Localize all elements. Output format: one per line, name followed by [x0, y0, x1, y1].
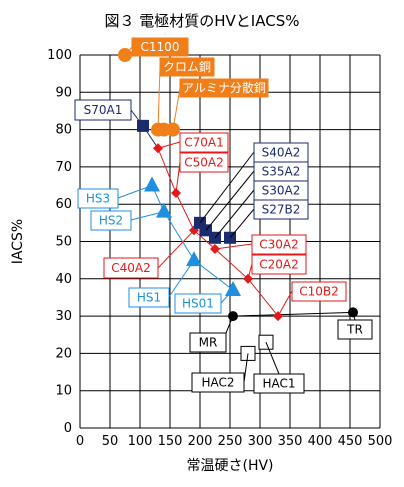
- leader-line: [168, 259, 195, 298]
- x-tick-label: 0: [76, 434, 84, 449]
- label-c1100: C1100: [141, 40, 180, 54]
- leader-line: [130, 211, 165, 221]
- x-tick-label: 100: [128, 434, 153, 449]
- leader-line: [214, 243, 253, 250]
- y-tick-label: 40: [55, 272, 72, 287]
- label-tr: TR: [346, 323, 363, 337]
- x-tick-label: 400: [308, 434, 333, 449]
- leader-line: [157, 229, 195, 269]
- label-hs3: HS3: [86, 192, 110, 206]
- leader-line: [352, 312, 356, 321]
- y-tick-label: 20: [55, 346, 72, 361]
- label-s27b2: S27B2: [262, 203, 301, 217]
- label-chromium-copper: クロム銅: [163, 60, 211, 74]
- x-tick-label: 350: [278, 434, 303, 449]
- marker-blue: [225, 280, 241, 296]
- label-c50a2-box: [179, 152, 229, 173]
- marker-blue: [186, 251, 202, 267]
- leader-line: [214, 189, 255, 239]
- marker-blue: [144, 176, 160, 192]
- leader-line: [277, 290, 293, 317]
- label-mr-box: [189, 332, 227, 353]
- y-tick-label: 30: [55, 309, 72, 324]
- y-tick-label: 90: [55, 85, 72, 100]
- leader-line: [243, 353, 249, 383]
- label-c70a1: C70A1: [184, 136, 224, 150]
- label-hs01: HS01: [182, 297, 214, 311]
- label-c1100-box: [131, 37, 189, 57]
- label-c50a2: C50A2: [184, 156, 224, 170]
- label-s70a1-box: [74, 99, 132, 121]
- label-mr: MR: [199, 336, 218, 350]
- chart-title: 図３ 電極材質のHVとIACS%: [104, 12, 300, 30]
- label-hac2: HAC2: [201, 376, 234, 390]
- leader-line: [229, 208, 255, 239]
- y-tick-label: 70: [55, 160, 72, 175]
- y-tick-label: 60: [55, 197, 72, 212]
- leader-line: [247, 263, 253, 279]
- label-c40a2: C40A2: [111, 261, 151, 275]
- label-alumina-copper: アルミナ分散銅: [182, 80, 266, 95]
- y-tick-label: 0: [64, 421, 72, 436]
- series-line-red: [157, 148, 279, 317]
- label-chromium-copper-box: [159, 57, 215, 77]
- leader-line: [205, 170, 255, 231]
- label-hs1: HS1: [137, 291, 161, 305]
- label-hac2-box: [191, 372, 245, 393]
- label-c20a2: C20A2: [259, 258, 299, 272]
- marker-orange: [157, 122, 171, 137]
- label-hs1-box: [128, 287, 170, 308]
- label-hs2-box: [90, 210, 132, 231]
- y-tick-label: 80: [55, 123, 72, 138]
- label-hs2: HS2: [99, 214, 123, 228]
- label-c20a2-box: [251, 254, 307, 275]
- x-axis-label: 常温硬さ(HV): [186, 458, 273, 474]
- leader-line: [124, 46, 133, 56]
- leader-line: [220, 289, 234, 304]
- leader-line: [175, 161, 181, 194]
- label-c10b2-box: [291, 281, 347, 302]
- label-c40a2-box: [103, 257, 159, 279]
- label-hac1: HAC1: [262, 377, 295, 391]
- label-alumina-copper-box: [179, 78, 269, 98]
- x-tick-label: 200: [188, 434, 213, 449]
- label-c30a2-box: [251, 234, 307, 255]
- series-line-black: [232, 311, 354, 317]
- y-tick-label: 50: [55, 235, 72, 250]
- marker-blue: [156, 202, 172, 218]
- label-tr-box: [337, 319, 373, 340]
- series-line-blue: [151, 185, 234, 291]
- x-tick-label: 500: [368, 434, 393, 449]
- leader-line: [225, 315, 234, 334]
- x-tick-label: 450: [338, 434, 363, 449]
- label-c70a1-box: [179, 132, 229, 153]
- label-s27b2-box: [253, 199, 309, 220]
- x-tick-label: 250: [218, 434, 243, 449]
- y-tick-label: 10: [55, 384, 72, 399]
- label-s35a2: S35A2: [262, 165, 301, 179]
- label-s30a2: S30A2: [262, 184, 301, 198]
- leader-line: [199, 151, 255, 224]
- label-hs01-box: [174, 293, 222, 314]
- label-hs3-box: [77, 188, 119, 209]
- label-c10b2: C10B2: [299, 285, 339, 299]
- label-s70a1: S70A1: [84, 103, 123, 117]
- leader-line: [157, 141, 181, 149]
- leader-line: [172, 87, 181, 130]
- label-hac1-box: [253, 373, 305, 394]
- x-tick-label: 300: [248, 434, 273, 449]
- label-s40a2: S40A2: [262, 146, 301, 160]
- y-axis-label: IACS%: [10, 219, 26, 264]
- leader-line: [117, 185, 153, 199]
- label-c30a2: C30A2: [259, 238, 299, 252]
- leader-line: [265, 342, 280, 375]
- x-tick-label: 150: [158, 434, 183, 449]
- leader-line: [157, 66, 161, 130]
- y-tick-label: 100: [47, 48, 72, 63]
- x-tick-label: 50: [102, 434, 119, 449]
- leader-line: [130, 109, 144, 127]
